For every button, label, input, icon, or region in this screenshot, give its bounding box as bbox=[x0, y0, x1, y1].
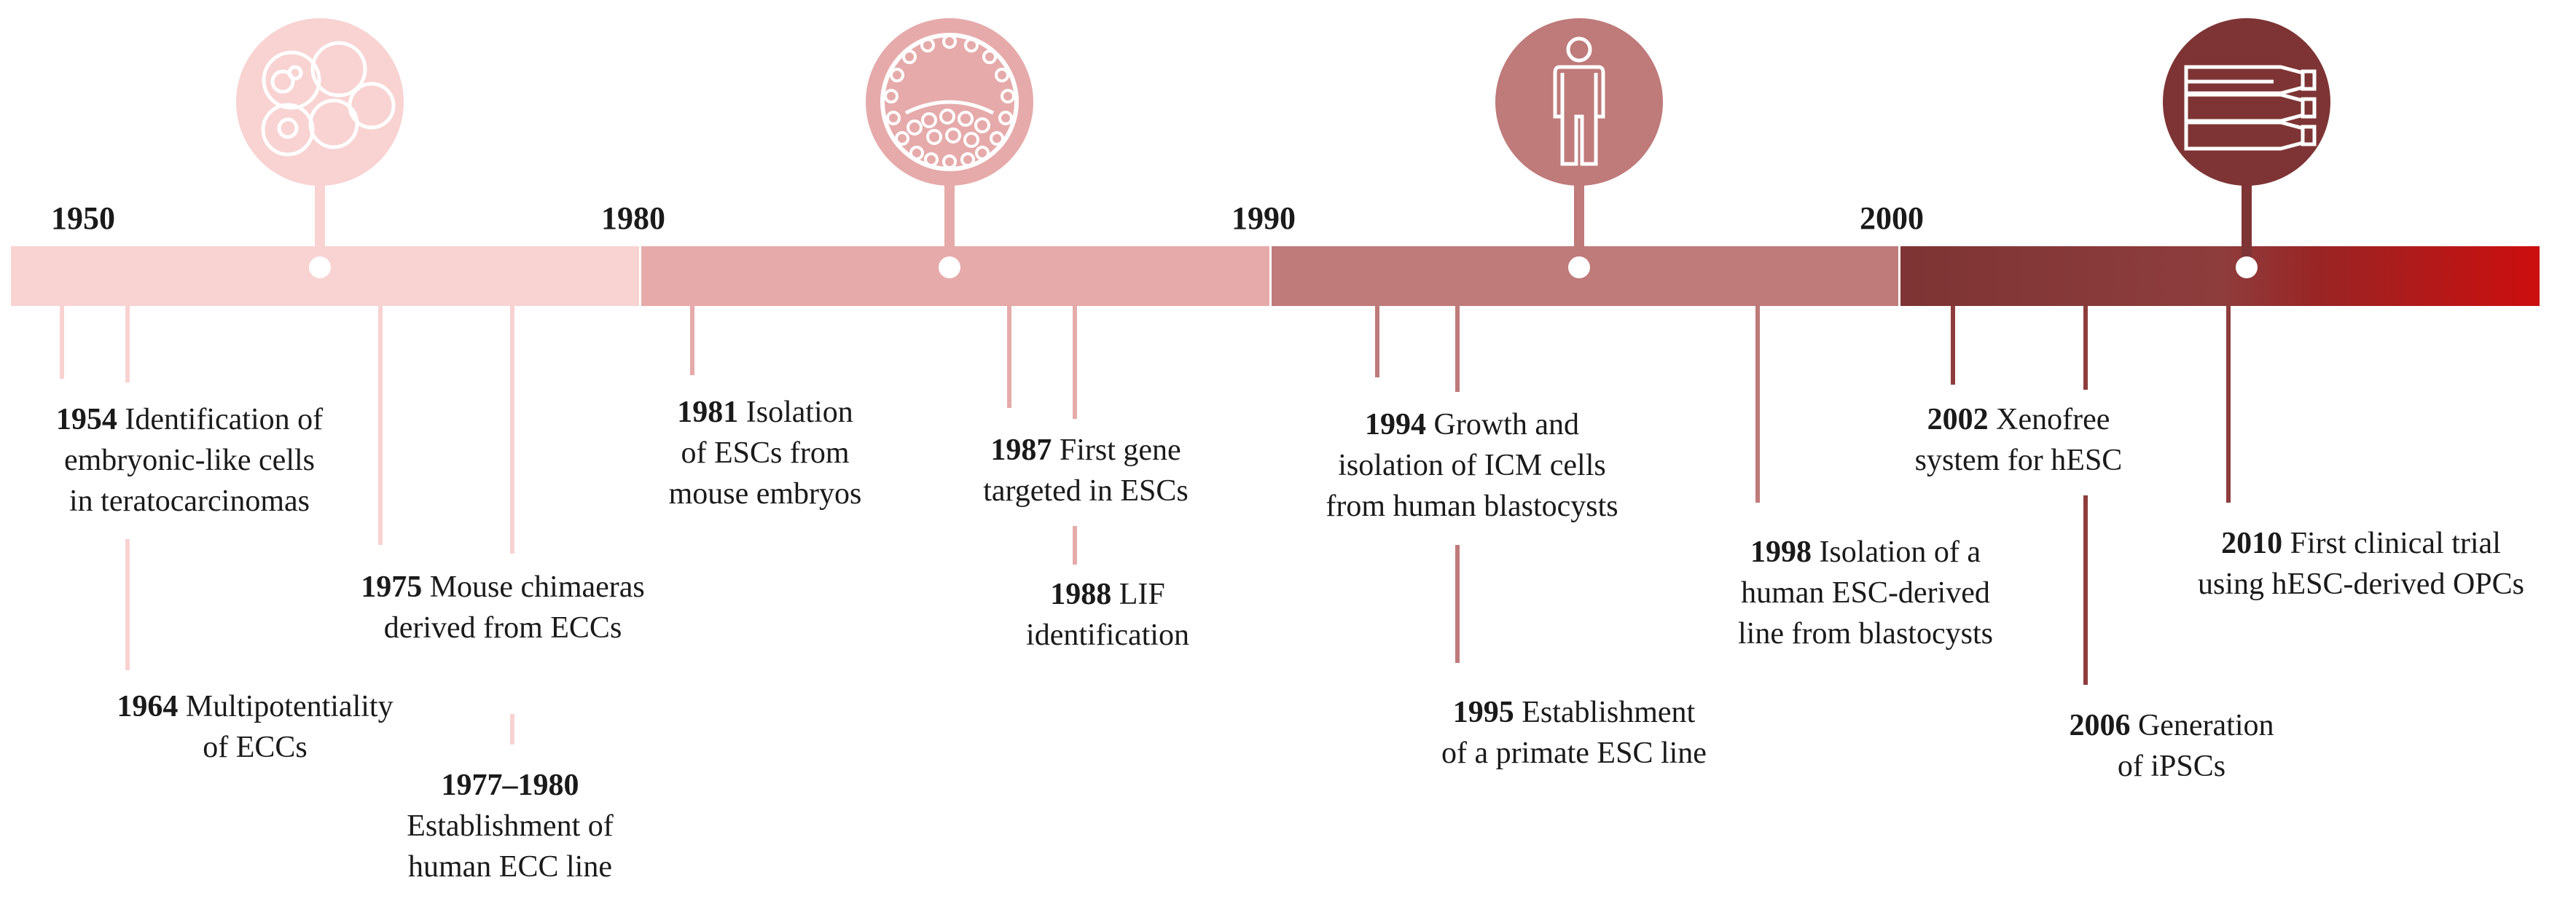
stem-2 bbox=[944, 164, 955, 266]
bar-dot-1 bbox=[309, 256, 331, 278]
event-year: 1995 bbox=[1452, 696, 1514, 729]
blastocyst-icon bbox=[866, 18, 1033, 186]
event-1988: 1988 LIF identification bbox=[1026, 578, 1189, 652]
event-2006: 2006 Generation of iPSCs bbox=[2069, 709, 2274, 783]
human-figure-icon bbox=[1495, 18, 1663, 186]
segment-2000s bbox=[1900, 246, 2540, 306]
event-year: 1975 bbox=[361, 570, 423, 604]
event-1994: 1994 Growth and isolation of ICM cells f… bbox=[1326, 408, 1618, 523]
event-year: 2002 bbox=[1927, 403, 1989, 436]
event-1995: 1995 Establishment of a primate ESC line bbox=[1441, 696, 1707, 770]
event-year: 2006 bbox=[2069, 709, 2131, 742]
event-year: 1954 bbox=[55, 403, 117, 436]
decade-1950: 1950 bbox=[51, 200, 115, 236]
icon-stems bbox=[315, 164, 2252, 266]
bar-dot-4 bbox=[2236, 256, 2258, 278]
event-year: 1998 bbox=[1750, 535, 1812, 569]
stem-1 bbox=[315, 164, 325, 266]
event-1998: 1998 Isolation of a human ESC-derived li… bbox=[1738, 535, 1993, 651]
cell-cluster-icon bbox=[236, 18, 404, 186]
bar-dot-2 bbox=[939, 256, 960, 278]
event-1981: 1981 Isolation of ESCs from mouse embryo… bbox=[668, 396, 862, 511]
event-year: 1988 bbox=[1050, 578, 1112, 611]
event-year: 1987 bbox=[990, 433, 1052, 467]
timeline-bar bbox=[11, 246, 2540, 306]
decade-1980: 1980 bbox=[601, 200, 665, 236]
event-year: 1977–1980 bbox=[441, 769, 579, 802]
event-year: 1981 bbox=[677, 396, 739, 429]
bar-dots bbox=[309, 256, 2258, 278]
stem-4 bbox=[2242, 164, 2252, 266]
event-year: 2010 bbox=[2221, 527, 2283, 560]
event-1964: 1964 Multipotentiality of ECCs bbox=[117, 690, 394, 764]
event-1987: 1987 First gene targeted in ESCs bbox=[983, 433, 1189, 508]
event-1954: 1954 Identification of embryonic-like ce… bbox=[55, 403, 324, 518]
event-year: 1964 bbox=[117, 690, 179, 723]
decade-1990: 1990 bbox=[1232, 200, 1296, 236]
event-1977-1980: 1977–1980 Establishment of human ECC lin… bbox=[350, 765, 670, 887]
cell-culture-flasks-icon bbox=[2163, 18, 2330, 186]
decade-2000: 2000 bbox=[1860, 200, 1924, 236]
event-1975: 1975 Mouse chimaeras derived from ECCs bbox=[361, 570, 645, 645]
stem-3 bbox=[1574, 164, 1584, 266]
event-year: 1994 bbox=[1365, 408, 1427, 441]
connector-lines bbox=[60, 306, 2231, 745]
bar-dot-3 bbox=[1568, 256, 1590, 278]
event-2010: 2010 First clinical trial using hESC-der… bbox=[2197, 527, 2524, 601]
event-2002: 2002 Xenofree system for hESC bbox=[1914, 403, 2123, 477]
